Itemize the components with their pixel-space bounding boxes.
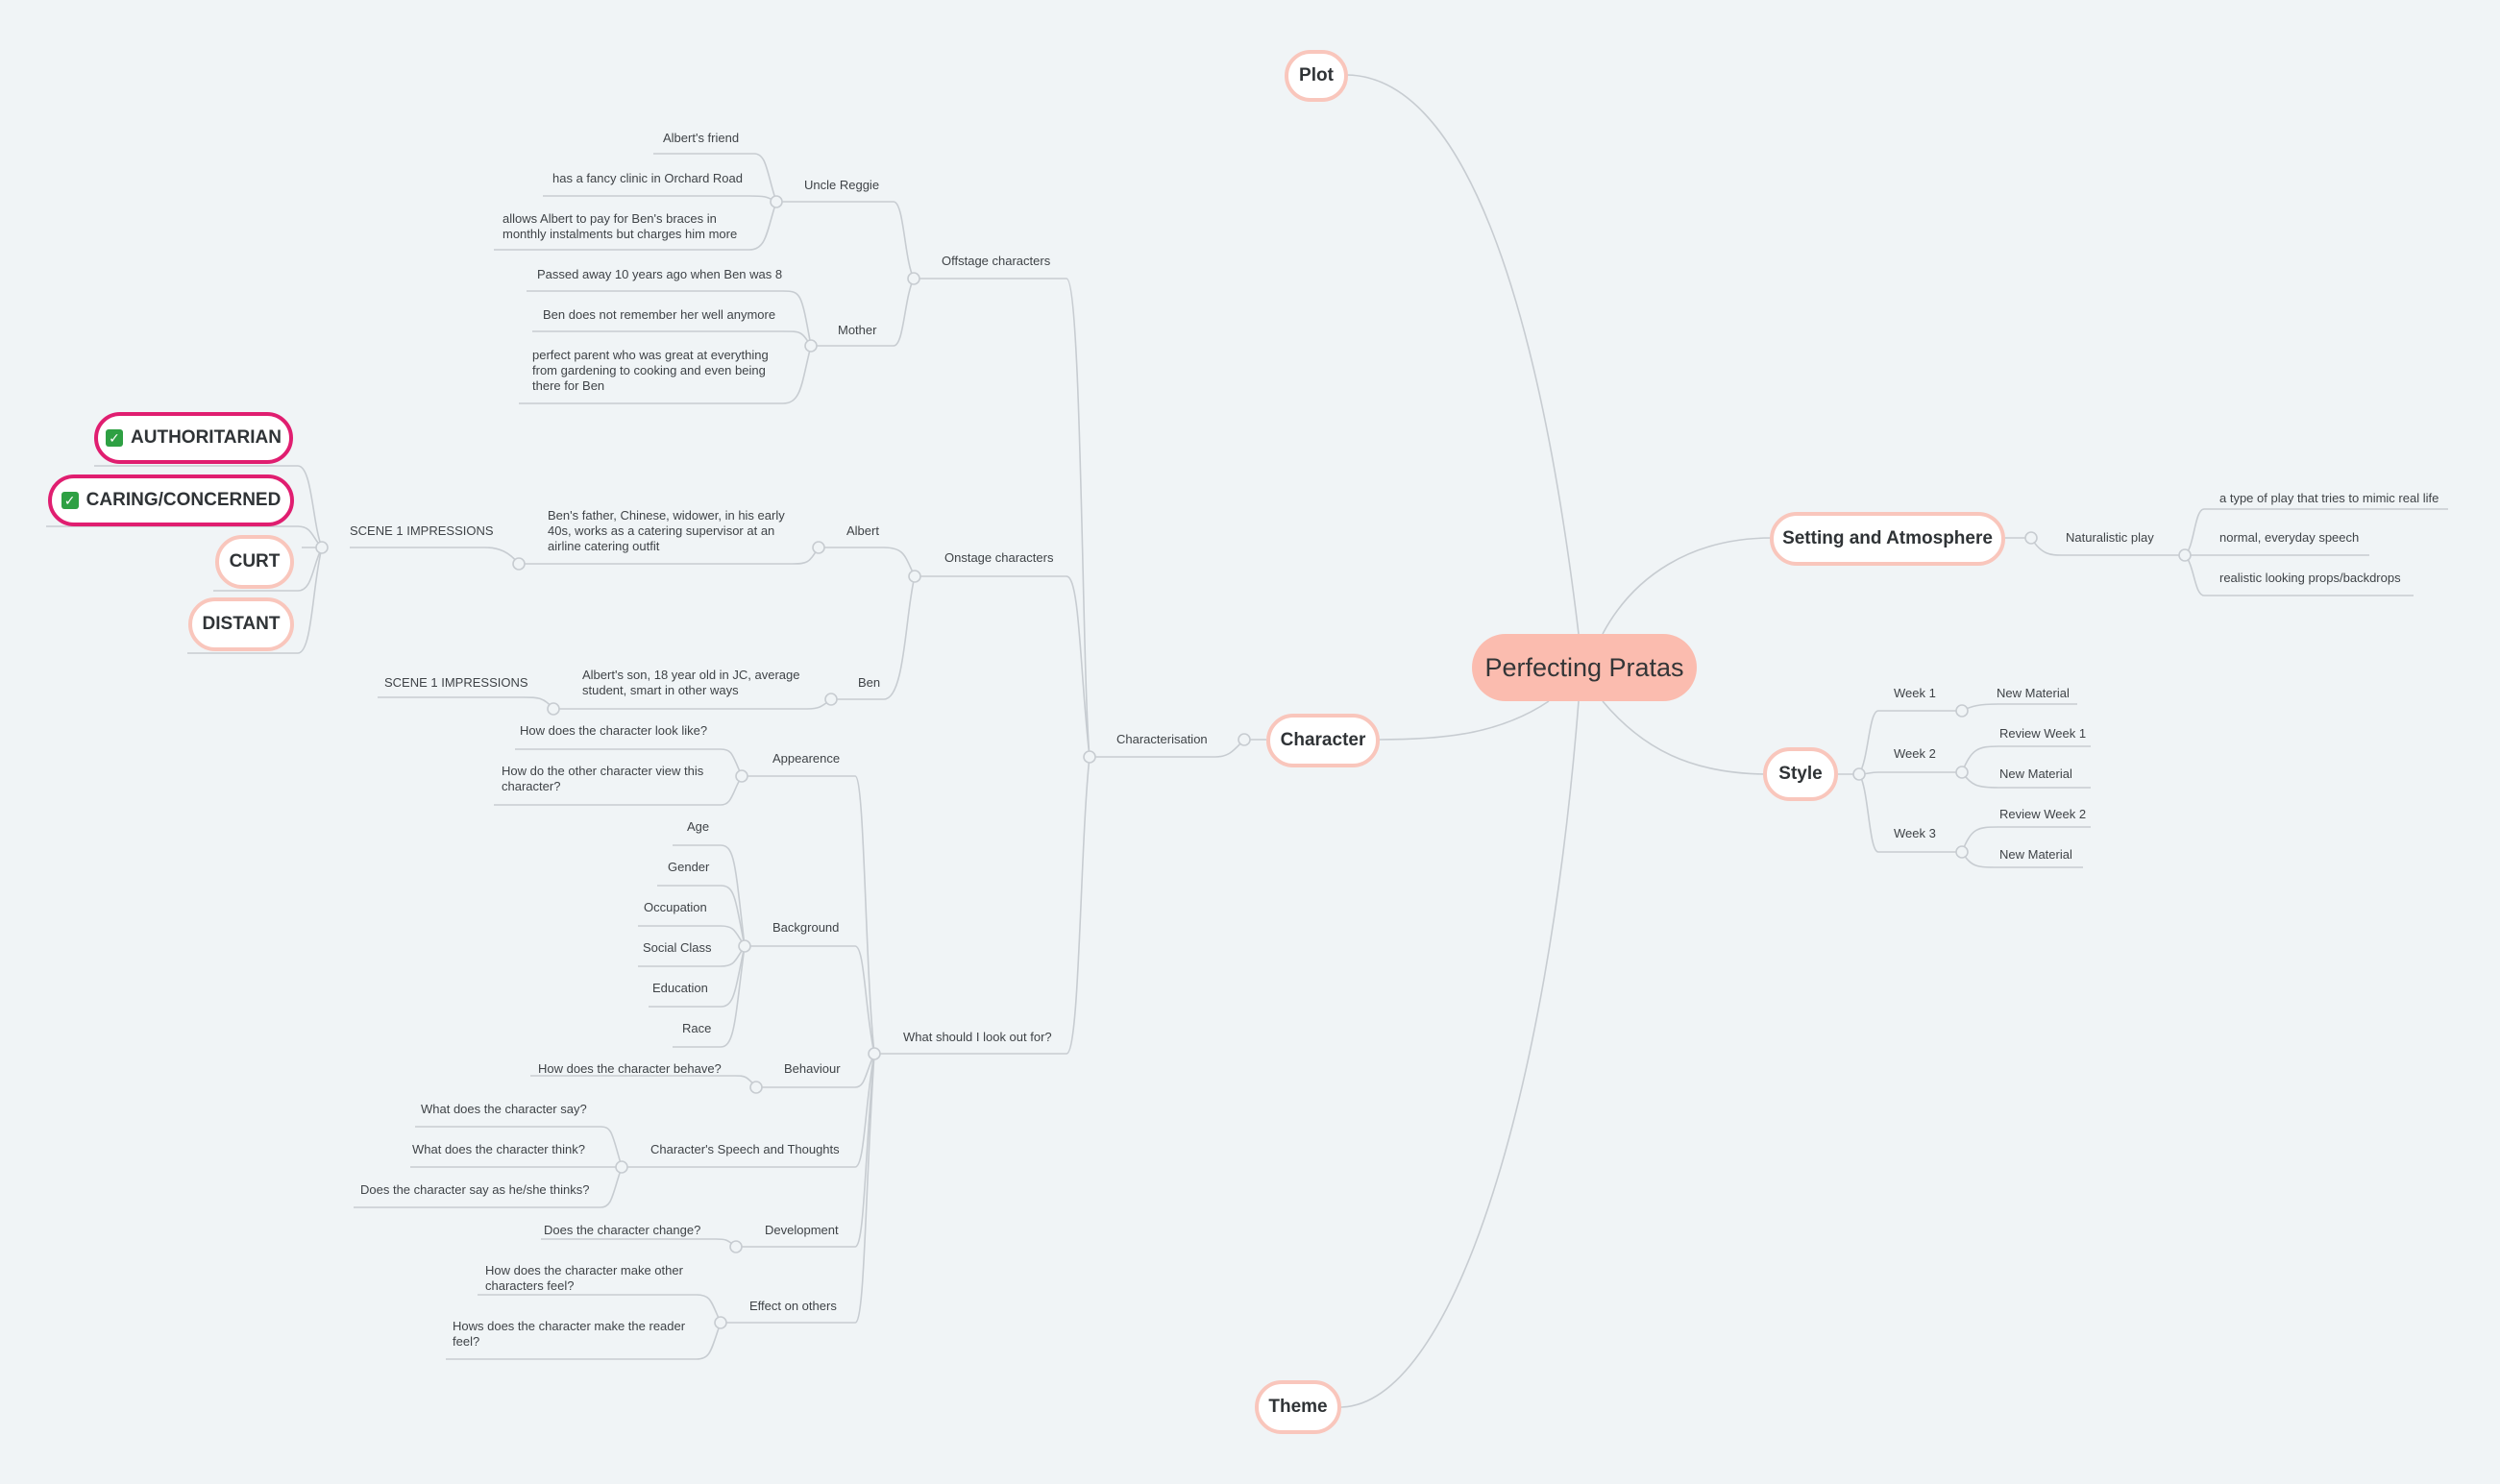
topic-style-label: Style <box>1778 764 1823 784</box>
speech-item[interactable]: What does the character say? <box>421 1102 587 1116</box>
connector-theme <box>1338 700 1580 1408</box>
topic-theme[interactable]: Theme <box>1255 1380 1341 1434</box>
node-characterisation[interactable]: Characterisation <box>1116 732 1208 746</box>
node-offstage-characters[interactable]: Offstage characters <box>942 254 1051 268</box>
node-week-3[interactable]: Week 3 <box>1894 826 1936 840</box>
check-icon: ✓ <box>106 429 124 447</box>
style-item[interactable]: New Material <box>1997 686 2070 700</box>
impression-curt[interactable]: CURT <box>215 535 294 589</box>
behaviour-item[interactable]: How does the character behave? <box>538 1061 722 1076</box>
topic-character[interactable]: Character <box>1266 714 1380 767</box>
mother-item[interactable]: perfect parent who was great at everythi… <box>532 348 769 393</box>
impression-label: CURT <box>229 551 281 572</box>
effect-item[interactable]: Hows does the character make the reader … <box>453 1319 686 1349</box>
background-item[interactable]: Occupation <box>644 900 707 914</box>
mother-item[interactable]: Passed away 10 years ago when Ben was 8 <box>537 267 783 281</box>
central-topic[interactable]: Perfecting Pratas <box>1472 634 1697 701</box>
background-item[interactable]: Gender <box>668 860 710 874</box>
appearance-item[interactable]: How does the character look like? <box>520 723 708 738</box>
uncle-item[interactable]: has a fancy clinic in Orchard Road <box>552 171 743 185</box>
appearance-item[interactable]: How do the other character view this cha… <box>502 764 704 793</box>
node-behaviour[interactable]: Behaviour <box>784 1061 841 1076</box>
uncle-item[interactable]: allows Albert to pay for Ben's braces in… <box>502 211 738 241</box>
background-item[interactable]: Social Class <box>643 940 712 955</box>
topic-setting[interactable]: Setting and Atmosphere <box>1770 512 2005 566</box>
style-item[interactable]: Review Week 1 <box>1999 726 2087 741</box>
node-appearence[interactable]: Appearence <box>772 751 841 766</box>
connector-style <box>1602 700 1766 775</box>
topic-theme-label: Theme <box>1268 1397 1328 1417</box>
topic-setting-label: Setting and Atmosphere <box>1782 528 1993 548</box>
node-ben-scene-impressions[interactable]: SCENE 1 IMPRESSIONS <box>384 675 528 690</box>
uncle-item[interactable]: Albert's friend <box>663 131 740 145</box>
setting-item[interactable]: normal, everyday speech <box>2219 530 2360 545</box>
topic-plot-label: Plot <box>1299 65 1334 85</box>
node-week-2[interactable]: Week 2 <box>1894 746 1936 761</box>
background-item[interactable]: Education <box>652 981 708 995</box>
impression-caring-concerned[interactable]: ✓ CARING/CONCERNED <box>48 474 294 526</box>
speech-item[interactable]: What does the character think? <box>412 1142 585 1156</box>
impression-distant[interactable]: DISTANT <box>188 597 294 651</box>
effect-item[interactable]: How does the character make other charac… <box>485 1263 683 1293</box>
background-item[interactable]: Race <box>682 1021 712 1035</box>
node-albert-scene-impressions[interactable]: SCENE 1 IMPRESSIONS <box>350 523 494 538</box>
topic-plot[interactable]: Plot <box>1285 50 1348 102</box>
development-item[interactable]: Does the character change? <box>544 1223 701 1237</box>
style-item[interactable]: New Material <box>1999 766 2072 781</box>
node-albert[interactable]: Albert <box>846 523 879 538</box>
impression-label: CARING/CONCERNED <box>86 490 282 510</box>
ben-description[interactable]: Albert's son, 18 year old in JC, average… <box>582 668 800 697</box>
style-item[interactable]: New Material <box>1999 847 2072 862</box>
impression-authoritarian[interactable]: ✓ AUTHORITARIAN <box>94 412 293 464</box>
node-what-to-look-out-for[interactable]: What should I look out for? <box>903 1030 1052 1044</box>
connector-setting <box>1602 537 1773 635</box>
node-background[interactable]: Background <box>772 920 840 935</box>
mother-item[interactable]: Ben does not remember her well anymore <box>543 307 776 322</box>
topic-style[interactable]: Style <box>1763 747 1838 801</box>
setting-item[interactable]: realistic looking props/backdrops <box>2219 571 2401 585</box>
node-mother[interactable]: Mother <box>838 323 877 337</box>
node-onstage-characters[interactable]: Onstage characters <box>944 550 1054 565</box>
speech-item[interactable]: Does the character say as he/she thinks? <box>360 1182 590 1197</box>
node-speech-and-thoughts[interactable]: Character's Speech and Thoughts <box>650 1142 840 1156</box>
style-item[interactable]: Review Week 2 <box>1999 807 2087 821</box>
albert-description[interactable]: Ben's father, Chinese, widower, in his e… <box>548 508 785 553</box>
setting-item[interactable]: a type of play that tries to mimic real … <box>2219 491 2439 505</box>
impression-label: AUTHORITARIAN <box>131 427 282 448</box>
node-week-1[interactable]: Week 1 <box>1894 686 1936 700</box>
background-item[interactable]: Age <box>687 819 710 834</box>
connector-character <box>1378 700 1550 741</box>
node-ben[interactable]: Ben <box>858 675 881 690</box>
topic-character-label: Character <box>1280 730 1366 750</box>
node-development[interactable]: Development <box>765 1223 839 1237</box>
check-icon: ✓ <box>61 492 79 509</box>
impression-label: DISTANT <box>202 614 281 634</box>
node-effect-on-others[interactable]: Effect on others <box>749 1299 837 1313</box>
node-naturalistic-play[interactable]: Naturalistic play <box>2066 530 2154 545</box>
connector-plot <box>1346 74 1580 635</box>
node-uncle-reggie[interactable]: Uncle Reggie <box>804 178 880 192</box>
